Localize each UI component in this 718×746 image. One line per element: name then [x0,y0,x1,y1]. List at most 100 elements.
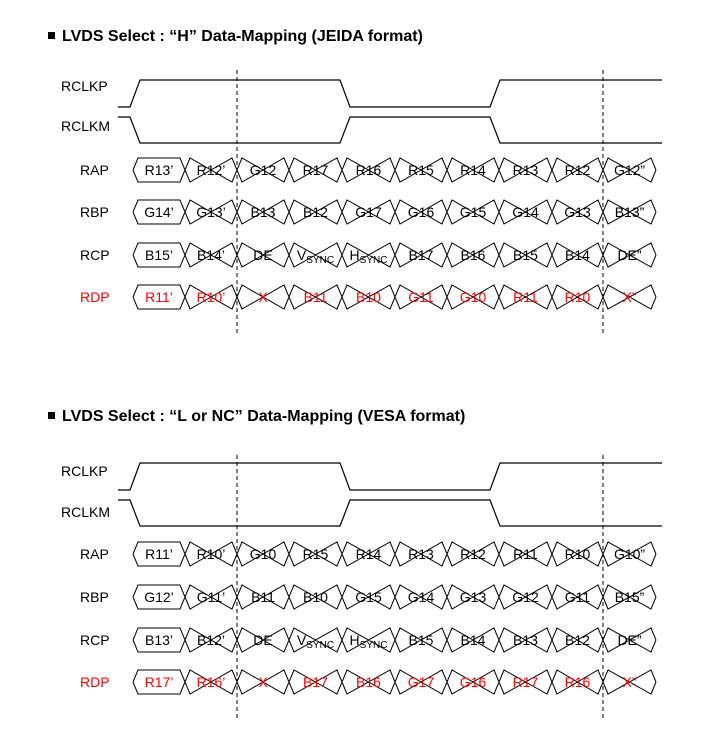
bit-cell: B10 [303,589,328,605]
row-label-rap: RAP [80,162,109,178]
bit-cell: B14 [565,247,590,263]
row-label-rbp: RBP [80,589,109,605]
bit-cell: G14’ [144,204,174,220]
clock-wave-rclkm [118,116,662,144]
bit-cell: R13’ [145,162,174,178]
bit-cell: R10 [565,289,591,305]
bit-cell: R15 [408,162,434,178]
bit-cell: G11’ [197,589,226,605]
bit-cell: B15” [615,589,645,605]
bit-cell: G16 [460,674,487,690]
bit-cell: B11 [304,289,328,305]
bit-cell: B12 [303,204,328,220]
bit-cell: R10’ [197,546,226,562]
bit-cell: R12 [460,546,486,562]
bit-cell: R12 [565,162,591,178]
bit-cell: R14 [356,546,382,562]
bit-cell: R12’ [197,162,226,178]
clock-label-rclkm: RCLKM [61,504,110,520]
clock-label-rclkp: RCLKP [61,78,108,94]
data-row-rdp: RDP R17’ R16’ X B17 B16 G17 G16 R17 R16 X” [80,669,657,695]
bit-cell: B13” [615,204,645,220]
bit-cell: B15 [409,632,434,648]
bit-cell: G12” [614,162,645,178]
bit-cell: R10’ [197,289,226,305]
bit-cell: B17 [303,674,328,690]
bit-cell: X [258,674,268,690]
bit-cell: G11 [565,589,591,605]
row-label-rdp: RDP [80,674,110,690]
bit-cell: G13 [460,589,487,605]
bit-cell: R17 [303,162,329,178]
bit-cell: HSYNC [350,632,388,651]
bit-cell: G15 [460,204,487,220]
bit-cell: G14 [512,204,539,220]
bit-cell: R16 [565,674,591,690]
bit-cell: R10 [565,546,591,562]
bit-cell: R11 [513,289,538,305]
row-label-rdp: RDP [80,289,110,305]
bit-cell: G14 [408,589,435,605]
clock-wave-rclkp [118,462,662,491]
bit-cell: R13 [513,162,539,178]
bit-cell: G11 [408,289,434,305]
section-title-vesa: LVDS Select : “L or NC” Data-Mapping (VE… [48,408,465,426]
bit-cell: G17 [408,674,435,690]
clock-label-rclkm: RCLKM [61,118,110,134]
bullet-icon [48,32,55,39]
bit-cell: B10 [356,289,381,305]
bit-cell: G13’ [196,204,226,220]
bus-outline [132,242,657,268]
bit-cell: R11’ [145,289,173,305]
bit-cell: R13 [408,546,434,562]
bit-cell: X [258,289,268,305]
bus-outline [132,669,657,695]
bit-cell: DE [253,632,272,648]
bit-cell: R14 [460,162,486,178]
bit-cell: DE” [617,247,641,263]
bus-outline [132,584,657,610]
data-row-rap: RAP R13’ R12’ G12 R17 R16 R15 R14 R13 R12 G12” [80,157,657,183]
bit-cell: R17’ [145,674,174,690]
bit-cell: R17 [513,674,539,690]
bit-cell: G10” [614,546,645,562]
bit-cell: B15’ [145,247,173,263]
bit-cell: B13 [513,632,538,648]
bit-cell: X” [623,674,637,690]
bit-cell: G13 [564,204,591,220]
bit-cell: DE [253,247,272,263]
row-label-rbp: RBP [80,204,109,220]
clock-wave-rclkp [118,79,662,108]
bus-outline [132,157,657,183]
bit-cell: B11 [251,589,275,605]
bit-cell: VSYNC [297,247,334,266]
bit-cell: B14’ [197,247,225,263]
bit-cell: HSYNC [350,247,388,266]
bit-cell: B16 [356,674,381,690]
section-title-jeida: LVDS Select : “H” Data-Mapping (JEIDA fo… [48,28,423,46]
bit-cell: G10 [460,289,487,305]
clock-wave-rclkm [118,499,662,527]
bit-cell: G12 [250,162,277,178]
bit-cell: R16 [356,162,382,178]
bit-cell: B12’ [197,632,225,648]
bit-cell: R16’ [197,674,226,690]
bit-cell: DE” [617,632,641,648]
bit-cell: B15 [513,247,538,263]
bit-cell: G17 [355,204,382,220]
bit-cell: G10 [250,546,277,562]
bit-cell: R11 [513,546,538,562]
bit-cell: B14 [461,632,486,648]
bit-cell: R15 [303,546,329,562]
bus-outline [132,284,657,310]
bit-cell: B16 [461,247,486,263]
row-label-rcp: RCP [80,632,110,648]
